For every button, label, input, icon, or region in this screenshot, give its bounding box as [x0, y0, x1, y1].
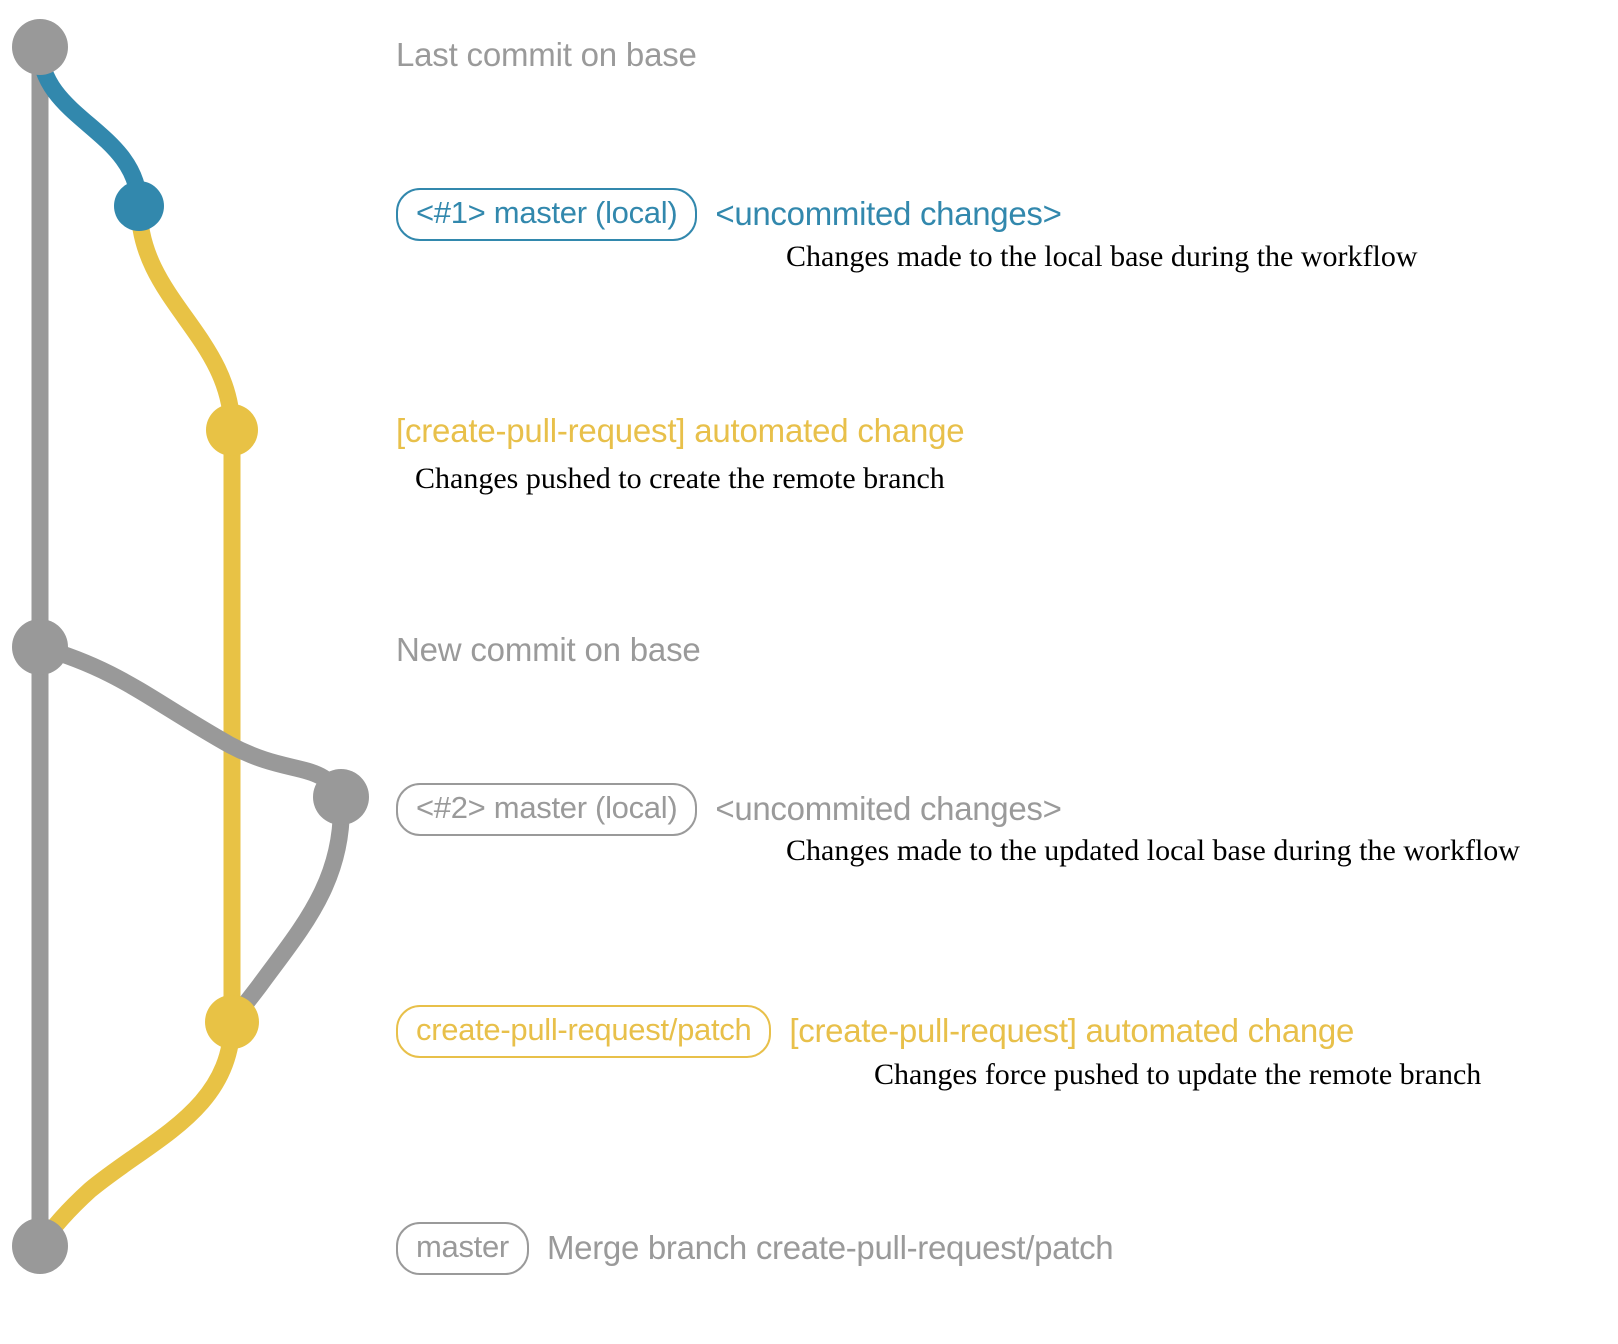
commit-node-new-base[interactable] — [12, 619, 68, 675]
git-graph — [12, 19, 369, 1274]
branch-chip-patch-2[interactable]: create-pull-request/patch — [396, 1005, 772, 1058]
commit-subject-local-1: <uncommited changes> — [715, 195, 1062, 233]
commit-node-master-tip[interactable] — [12, 1218, 68, 1274]
commit-node-local-1[interactable] — [114, 181, 164, 231]
commit-subject-local-2: <uncommited changes> — [715, 790, 1062, 828]
row-local-1: <#1> master (local) <uncommited changes> — [396, 188, 1062, 241]
row-local-2: <#2> master (local) <uncommited changes> — [396, 783, 1062, 836]
commit-subject-master-tip: Merge branch create-pull-request/patch — [546, 1229, 1114, 1267]
commit-description-local-2: Changes made to the updated local base d… — [786, 834, 1520, 867]
commit-description-patch-2: Changes force pushed to update the remot… — [874, 1058, 1482, 1091]
row-new-commit-on-base: New commit on base — [396, 631, 701, 669]
commit-node-patch-2[interactable] — [205, 995, 259, 1049]
commit-subject-new-base: New commit on base — [396, 631, 701, 668]
commit-subject-patch-1: [create-pull-request] automated change — [396, 412, 965, 449]
commit-description-patch-1: Changes pushed to create the remote bran… — [415, 462, 945, 495]
commit-node-local-2[interactable] — [313, 769, 369, 825]
commit-node-last-base[interactable] — [12, 19, 68, 75]
row-patch-1: [create-pull-request] automated change — [396, 412, 965, 450]
commit-node-patch-1[interactable] — [206, 404, 258, 456]
branch-chip-master[interactable]: master — [396, 1222, 529, 1275]
edge-newbase-to-local2 — [31, 638, 350, 806]
branch-chip-local-1[interactable]: <#1> master (local) — [396, 188, 698, 241]
branch-chip-label: <#1> master (local) — [416, 195, 678, 230]
branch-chip-local-2[interactable]: <#2> master (local) — [396, 783, 698, 836]
row-last-commit-on-base: Last commit on base — [396, 36, 697, 74]
branch-chip-label: master — [416, 1229, 509, 1264]
branch-chip-label: <#2> master (local) — [416, 790, 678, 825]
branch-chip-label: create-pull-request/patch — [416, 1012, 752, 1047]
commit-description-local-1: Changes made to the local base during th… — [786, 240, 1418, 273]
row-patch-2: create-pull-request/patch [create-pull-r… — [396, 1005, 1354, 1058]
commit-subject-patch-2: [create-pull-request] automated change — [789, 1012, 1355, 1050]
edge-local1-to-patch1 — [130, 197, 241, 439]
commit-subject-last-base: Last commit on base — [396, 36, 697, 73]
edge-patch2-to-master — [31, 1013, 241, 1255]
row-master-tip: master Merge branch create-pull-request/… — [396, 1222, 1114, 1275]
